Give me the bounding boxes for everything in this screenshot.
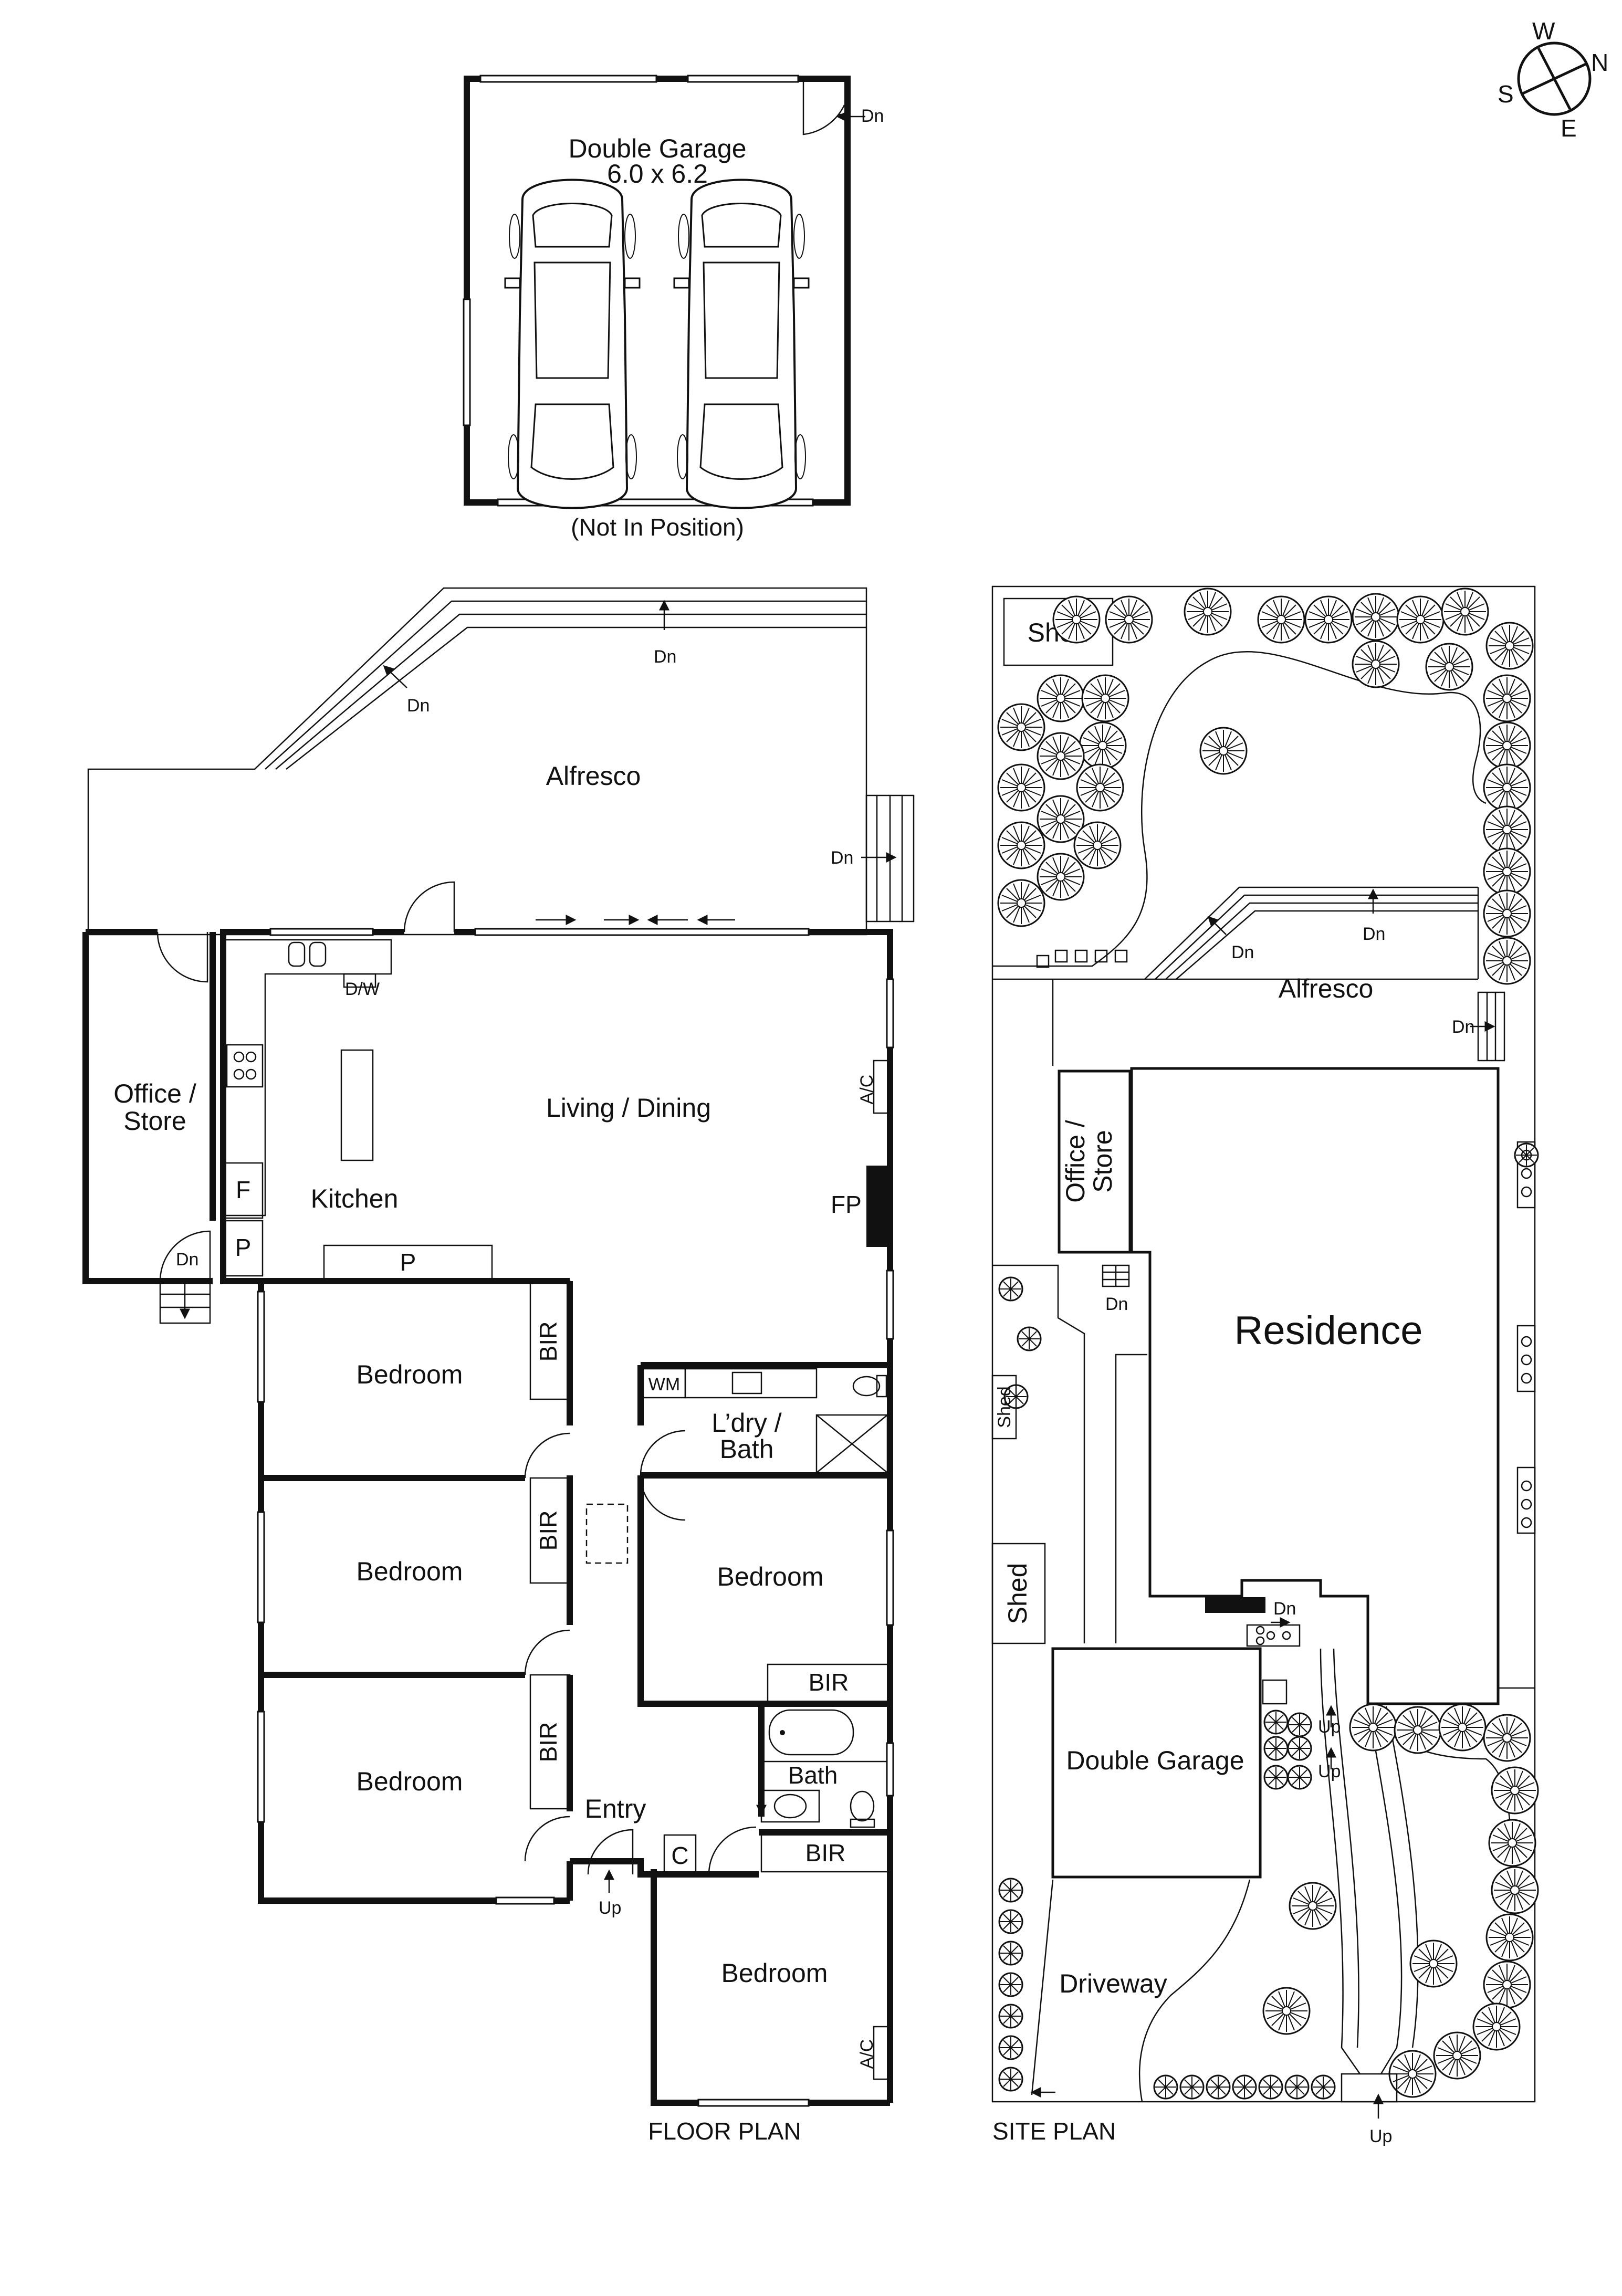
- floor-plan-caption: FLOOR PLAN: [648, 2117, 801, 2145]
- room-entry: Entry: [585, 1794, 646, 1823]
- site-plan: Shed: [991, 585, 1539, 2146]
- bir-label-5: BIR: [805, 1839, 846, 1867]
- room-living: Living / Dining: [546, 1093, 711, 1123]
- site-up-2: Up: [1318, 1762, 1341, 1781]
- room-bedroom-3: Bedroom: [357, 1767, 463, 1796]
- pantry-label-2: P: [400, 1249, 416, 1276]
- room-bath: Bath: [788, 1762, 838, 1789]
- detached-garage: Dn Double Garage 6.0 x 6.2 (Not In Posit…: [463, 75, 884, 541]
- compass-w: W: [1532, 17, 1555, 45]
- office-dn: Dn: [176, 1250, 198, 1270]
- site-dn-1: Dn: [1363, 924, 1385, 944]
- site-shed-side: Shed: [1003, 1563, 1032, 1624]
- washing-machine-label: WM: [648, 1375, 680, 1395]
- site-office-line1: Office /: [1061, 1120, 1090, 1203]
- site-trees: [997, 588, 1534, 985]
- room-kitchen: Kitchen: [311, 1184, 399, 1213]
- site-dn-4: Dn: [1105, 1294, 1128, 1314]
- dishwasher-label: D/W: [345, 979, 380, 999]
- fireplace-label: FP: [831, 1191, 862, 1218]
- entry-up: Up: [599, 1898, 621, 1918]
- site-driveway: Driveway: [1059, 1969, 1167, 1998]
- garage-dn-label: Dn: [861, 106, 884, 126]
- site-office-line2: Store: [1088, 1130, 1117, 1193]
- room-laundry-line1: L’dry /: [711, 1408, 782, 1438]
- site-dn-5: Dn: [1273, 1599, 1296, 1619]
- bir-label-3: BIR: [535, 1722, 562, 1763]
- site-plan-caption: SITE PLAN: [992, 2117, 1116, 2145]
- pantry-label-1: P: [235, 1234, 252, 1261]
- room-bedroom-2: Bedroom: [357, 1557, 463, 1586]
- ac-label-bedroom: A/C: [857, 2039, 877, 2069]
- ac-label-living: A/C: [857, 1075, 877, 1105]
- room-laundry-line2: Bath: [720, 1434, 774, 1464]
- room-bedroom-1: Bedroom: [357, 1360, 463, 1389]
- room-office-line2: Store: [123, 1106, 186, 1136]
- alfresco-dn-top: Dn: [654, 647, 676, 667]
- compass-n: N: [1591, 49, 1608, 76]
- car-left: [504, 179, 641, 509]
- site-alfresco: Alfresco: [1279, 974, 1374, 1003]
- garage-note: (Not In Position): [571, 513, 744, 541]
- garage-size: 6.0 x 6.2: [607, 159, 708, 188]
- room-alfresco: Alfresco: [546, 761, 641, 791]
- fridge-label: F: [236, 1176, 250, 1203]
- site-garage: Double Garage: [1066, 1746, 1244, 1775]
- car-right: [673, 179, 810, 509]
- compass: W N S E: [1498, 17, 1608, 142]
- site-dn-3: Dn: [1452, 1017, 1474, 1037]
- site-up-1: Up: [1318, 1717, 1341, 1737]
- room-bedroom-5: Bedroom: [721, 1958, 828, 1988]
- garage-title: Double Garage: [568, 134, 746, 163]
- compass-s: S: [1498, 80, 1514, 108]
- site-up-3: Up: [1369, 2126, 1392, 2146]
- alfresco-dn-angled: Dn: [407, 696, 430, 716]
- bir-label-1: BIR: [535, 1322, 562, 1362]
- alfresco-dn-right: Dn: [831, 848, 853, 868]
- room-office-line1: Office /: [113, 1079, 196, 1108]
- site-shed-small: Shed: [995, 1386, 1014, 1428]
- bir-label-2: BIR: [535, 1511, 562, 1551]
- floor-plan: Dn Dn Dn Alfresco Dn Office / Store: [82, 587, 915, 2145]
- room-bedroom-4: Bedroom: [717, 1562, 824, 1591]
- site-dn-2: Dn: [1231, 942, 1254, 962]
- cupboard-label: C: [671, 1842, 688, 1869]
- bir-label-4: BIR: [809, 1669, 849, 1696]
- site-residence: Residence: [1234, 1308, 1422, 1353]
- compass-e: E: [1561, 114, 1577, 142]
